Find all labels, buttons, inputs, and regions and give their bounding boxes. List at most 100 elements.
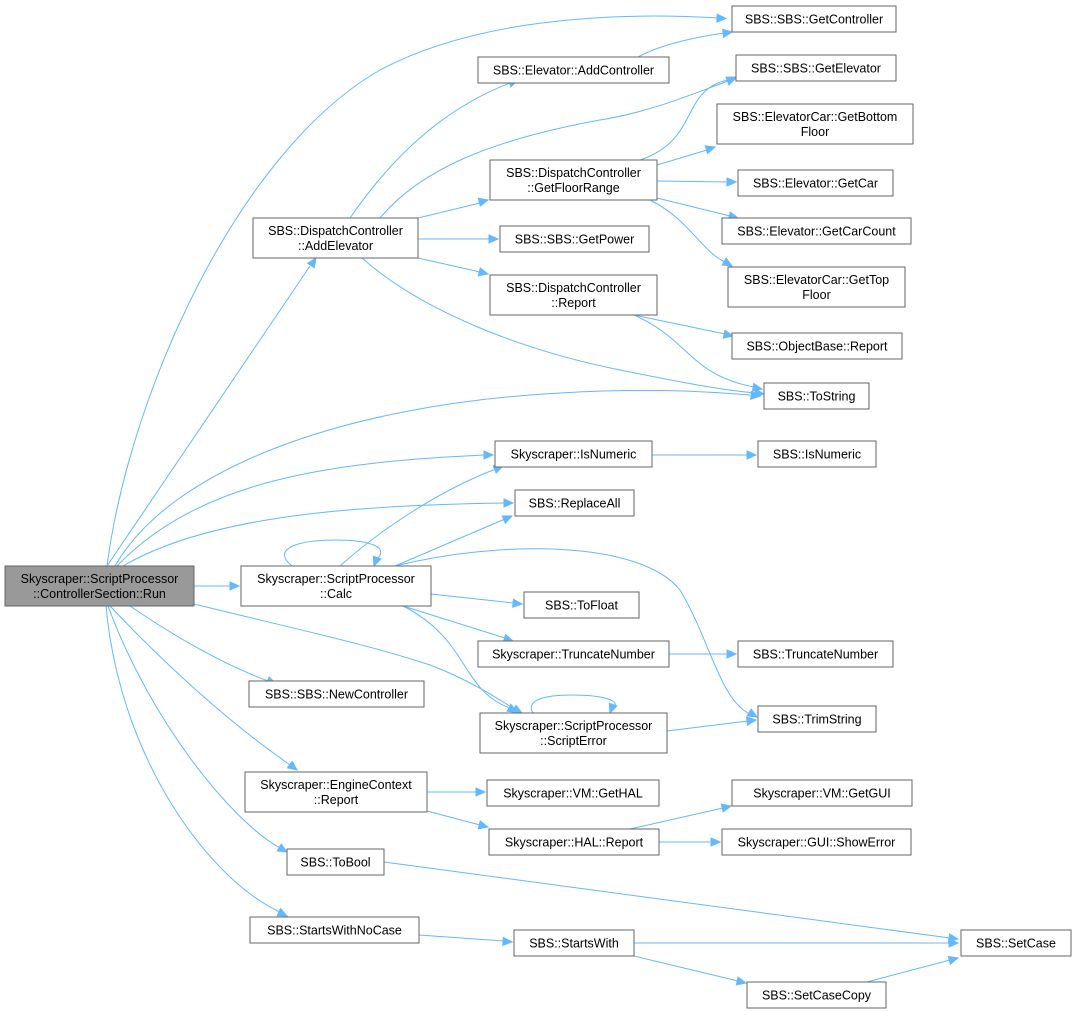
edge-line: [361, 257, 757, 394]
node-objReport[interactable]: SBS::ObjectBase::Report: [731, 332, 903, 360]
node-skyTruncate[interactable]: Skyscraper::TruncateNumber: [477, 640, 670, 668]
edge-line: [379, 80, 729, 219]
arrowhead-icon: [720, 803, 733, 813]
node-getGUI[interactable]: Skyscraper::VM::GetGUI: [731, 779, 913, 807]
node-label: SBS::SetCaseCopy: [762, 989, 872, 1003]
edge-addElevator-to-toString: [361, 257, 766, 398]
arrowhead-icon: [704, 145, 717, 155]
node-getPower[interactable]: SBS::SBS::GetPower: [499, 225, 650, 253]
edge-line: [284, 539, 382, 567]
arrowhead-icon: [751, 382, 764, 393]
node-setCase[interactable]: SBS::SetCase: [960, 929, 1072, 957]
edge-run-to-replaceAll: [122, 498, 515, 567]
node-scriptError[interactable]: Skyscraper::ScriptProcessor::ScriptError: [479, 712, 668, 754]
edge-calc-to-toFloat: [430, 593, 524, 608]
edge-run-to-getController: [106, 13, 728, 567]
node-getFloorRange[interactable]: SBS::DispatchController::GetFloorRange: [489, 159, 658, 201]
node-toFloat[interactable]: SBS::ToFloat: [523, 591, 640, 619]
node-setCaseCopy[interactable]: SBS::SetCaseCopy: [746, 981, 887, 1009]
arrowhead-icon: [488, 234, 500, 244]
node-halReport[interactable]: Skyscraper::HAL::Report: [488, 828, 660, 856]
node-addElevator[interactable]: SBS::DispatchController::AddElevator: [252, 217, 419, 259]
edge-scriptError-to-trimString: [666, 716, 758, 732]
node-label: SBS::Elevator::AddController: [493, 64, 654, 78]
arrowhead-icon: [725, 76, 738, 86]
edge-line: [417, 202, 481, 219]
node-showError[interactable]: Skyscraper::GUI::ShowError: [721, 828, 912, 856]
arrowhead-icon: [477, 197, 490, 207]
node-box: [494, 440, 653, 468]
node-newController[interactable]: SBS::SBS::NewController: [248, 680, 425, 708]
node-label: Skyscraper::ScriptProcessor: [21, 572, 179, 586]
node-label: SBS::SBS::GetElevator: [751, 62, 881, 76]
node-skyIsNumeric[interactable]: Skyscraper::IsNumeric: [494, 440, 653, 468]
arrowhead-icon: [503, 498, 515, 508]
node-getController[interactable]: SBS::SBS::GetController: [731, 5, 897, 33]
node-run[interactable]: Skyscraper::ScriptProcessor::ControllerS…: [4, 565, 195, 607]
node-box: [477, 56, 670, 84]
node-label: SBS::TruncateNumber: [753, 648, 878, 662]
arrowhead-icon: [477, 820, 490, 830]
node-box: [746, 981, 887, 1009]
node-replaceAll[interactable]: SBS::ReplaceAll: [514, 489, 635, 517]
edge-run-to-engReport: [109, 605, 298, 771]
node-box: [731, 779, 913, 807]
edge-getFloorRange-to-getCar: [656, 177, 738, 187]
node-getCar[interactable]: SBS::Elevator::GetCar: [737, 169, 894, 197]
edge-line: [530, 694, 616, 714]
node-getElevator[interactable]: SBS::SBS::GetElevator: [735, 54, 897, 82]
node-trimString[interactable]: SBS::TrimString: [757, 705, 877, 733]
arrowhead-icon: [735, 976, 748, 986]
edge-getFloorRange-to-getElevator: [639, 76, 738, 161]
edge-setCaseCopy-to-setCase: [866, 955, 960, 983]
edge-run-to-skyIsNumeric: [116, 450, 495, 567]
arrowhead-icon: [721, 257, 734, 267]
edge-skyIsNumeric-to-sbsIsNumeric: [652, 450, 758, 460]
edge-line: [106, 15, 719, 567]
node-sbsIsNumeric[interactable]: SBS::IsNumeric: [757, 440, 877, 468]
arrowhead-icon: [286, 760, 298, 771]
edge-calc-to-skyIsNumeric: [339, 465, 505, 567]
node-engReport[interactable]: Skyscraper::EngineContext::Report: [244, 771, 428, 813]
edge-line: [106, 265, 311, 567]
arrowhead-icon: [726, 177, 738, 187]
node-calc[interactable]: Skyscraper::ScriptProcessor::Calc: [240, 565, 432, 607]
node-box: [721, 217, 912, 245]
node-box: [727, 266, 906, 308]
edge-addElevator-to-getFloorRange: [417, 197, 490, 219]
node-label: Skyscraper::ScriptProcessor: [257, 572, 415, 586]
node-label: SBS::StartsWith: [529, 937, 619, 951]
node-box: [499, 225, 650, 253]
node-startsWithNoCase[interactable]: SBS::StartsWithNoCase: [249, 916, 420, 944]
node-box: [489, 159, 658, 201]
edge-halReport-to-getGUI: [629, 803, 733, 830]
edge-line: [109, 605, 291, 766]
node-label: Skyscraper::EngineContext: [260, 778, 412, 792]
node-label: SBS::SBS::GetController: [745, 13, 883, 27]
node-box: [514, 489, 635, 517]
arrowhead-icon: [745, 716, 758, 726]
node-sbsTruncate[interactable]: SBS::TruncateNumber: [737, 640, 894, 668]
node-box: [249, 916, 420, 944]
arrowhead-icon: [306, 256, 317, 269]
node-box: [488, 828, 660, 856]
edge-line: [417, 257, 481, 273]
node-box: [479, 712, 668, 754]
node-box: [486, 779, 660, 807]
edge-line: [633, 314, 755, 388]
node-getCarCount[interactable]: SBS::Elevator::GetCarCount: [721, 217, 912, 245]
edge-addElevator-to-getPower: [418, 234, 500, 244]
edge-line: [349, 82, 511, 219]
node-dcReport[interactable]: SBS::DispatchController::Report: [489, 274, 658, 316]
node-box: [4, 565, 195, 607]
node-box: [737, 640, 894, 668]
node-toString[interactable]: SBS::ToString: [763, 382, 870, 410]
node-addController[interactable]: SBS::Elevator::AddController: [477, 56, 670, 84]
node-toBool[interactable]: SBS::ToBool: [286, 848, 385, 876]
edge-line: [339, 468, 497, 567]
edge-run-to-addElevator: [106, 256, 317, 567]
node-startsWith[interactable]: SBS::StartsWith: [513, 929, 635, 957]
node-getHAL[interactable]: Skyscraper::VM::GetHAL: [486, 779, 660, 807]
